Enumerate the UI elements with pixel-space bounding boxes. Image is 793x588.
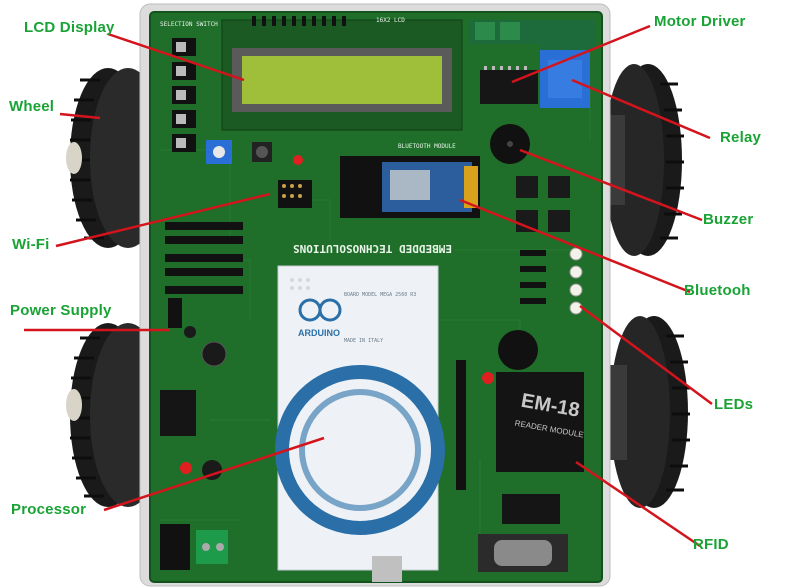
arduino-mega-board: ARDUINO BOARD MODEL MEGA 2560 R3 MADE IN… <box>275 265 445 582</box>
pointer-motor <box>511 24 651 84</box>
serial-connector[interactable] <box>478 534 568 572</box>
label-wifi: Wi-Fi <box>12 236 50 253</box>
led-array <box>520 247 583 315</box>
pointer-leds <box>579 304 713 406</box>
relay <box>540 20 596 108</box>
pointer-processor <box>103 436 325 512</box>
arduino-map-graphic <box>275 365 445 535</box>
pointer-wheel <box>59 112 101 120</box>
pointer-relay <box>571 78 711 140</box>
red-led <box>293 155 303 165</box>
arduino-logo: ARDUINO <box>298 298 342 338</box>
pointer-wifi <box>55 192 271 248</box>
wheel-bottom-right <box>605 316 690 508</box>
lcd-display: 16X2 LCD <box>221 16 463 131</box>
label-bluetooth: Bluetooh <box>684 282 751 299</box>
label-power-supply: Power Supply <box>10 302 112 319</box>
label-rfid: RFID <box>693 536 729 553</box>
label-motor-driver: Motor Driver <box>654 13 746 30</box>
svg-text:ARDUINO: ARDUINO <box>298 328 340 338</box>
label-leds: LEDs <box>714 396 754 413</box>
pointer-lines <box>24 24 713 548</box>
pointer-lcd <box>107 32 245 82</box>
wifi-module-header <box>278 180 312 208</box>
bt-module-label: BLUETOOTH MODULE <box>398 143 456 150</box>
pointer-bluetooth <box>459 198 691 294</box>
bluetooth-module: BLUETOOTH MODULE <box>340 143 480 218</box>
push-button-block[interactable] <box>516 176 570 232</box>
buzzer-secondary <box>498 330 538 370</box>
label-processor: Processor <box>11 501 87 518</box>
brand-silkscreen: EMBEDDED TECHNOSOLUTIONS <box>293 242 452 255</box>
selection-switch-bank[interactable]: SELECTION SWITCH <box>160 21 218 152</box>
label-buzzer: Buzzer <box>703 211 754 228</box>
pointer-buzzer <box>519 148 703 222</box>
label-wheel: Wheel <box>9 98 55 115</box>
arduino-made-in-text: MADE IN ITALY <box>344 338 383 344</box>
label-lcd-display: LCD Display <box>24 19 115 36</box>
pointer-rfid <box>575 460 701 548</box>
dc-jack[interactable] <box>160 524 190 570</box>
wheel-top-right <box>604 64 684 256</box>
lcd-screen <box>242 56 442 104</box>
arduino-model-text: BOARD MODEL MEGA 2560 R3 <box>344 292 416 298</box>
rfid-module: EM-18 READER MODULE <box>482 372 584 524</box>
selection-switch-label: SELECTION SWITCH <box>160 21 218 28</box>
lcd-part-label: 16X2 LCD <box>376 17 405 24</box>
arduino-side-header <box>456 360 466 490</box>
power-supply-section <box>160 298 227 480</box>
label-relay: Relay <box>720 129 762 146</box>
pin-header-block <box>165 222 243 294</box>
